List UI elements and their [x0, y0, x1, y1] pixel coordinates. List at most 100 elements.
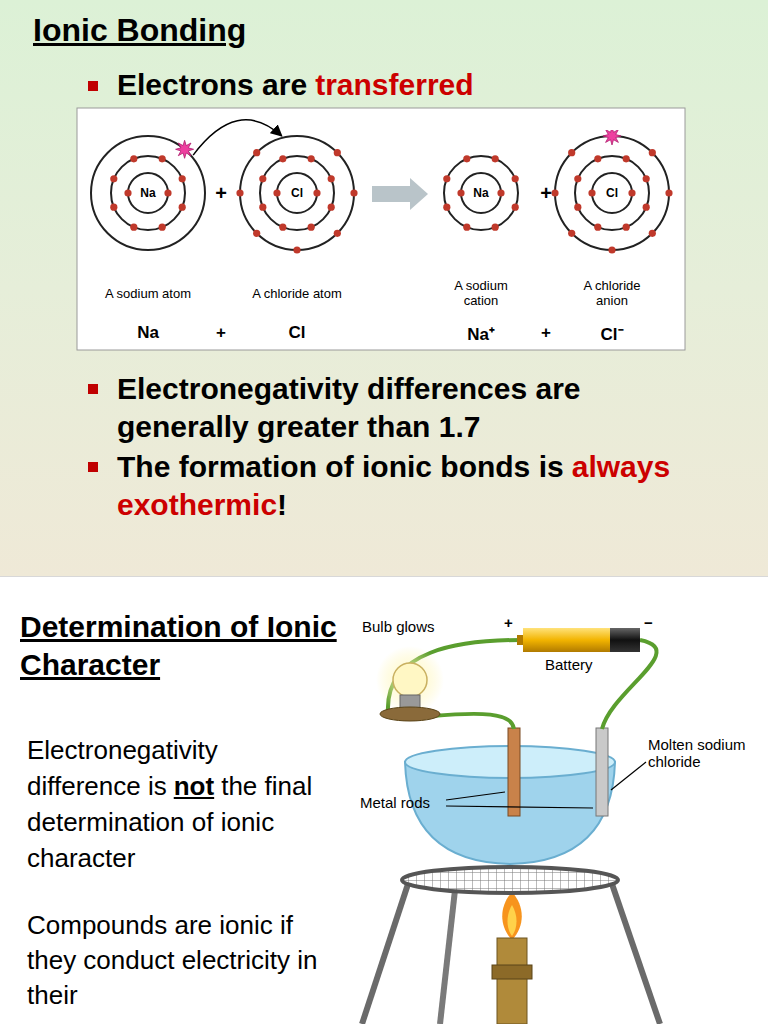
text-run: not — [174, 771, 214, 801]
electron — [179, 175, 186, 182]
electron — [130, 224, 137, 231]
electron — [334, 230, 341, 237]
tripod-leg — [612, 884, 660, 1024]
electron — [253, 149, 260, 156]
electron — [643, 204, 650, 211]
reaction-arrow — [372, 178, 428, 210]
label: Cl — [289, 323, 306, 343]
text-line: The formation of ionic bonds isalways ex… — [117, 448, 717, 524]
atom-symbol: Cl — [606, 186, 618, 200]
text-line: Electronegativity difference isnotthe fi… — [27, 732, 332, 876]
electron — [623, 224, 630, 231]
electron — [130, 155, 137, 162]
label: + — [215, 182, 227, 205]
electron — [463, 155, 470, 162]
flame — [502, 892, 522, 940]
label: Compounds are ionic if they conduct elec… — [27, 908, 332, 1013]
atom-symbol: Na — [140, 186, 155, 200]
slide-title: Ionic Bonding — [33, 12, 246, 49]
electron — [568, 230, 575, 237]
electron — [457, 189, 464, 196]
electron — [279, 224, 286, 231]
electron — [497, 189, 504, 196]
electron — [512, 204, 519, 211]
electron — [159, 224, 166, 231]
electron — [568, 149, 575, 156]
electron — [350, 189, 357, 196]
figure-frame — [77, 108, 685, 350]
electron — [259, 204, 266, 211]
electron — [643, 175, 650, 182]
label: Determination of Ionic Character — [20, 608, 340, 684]
metal-rod — [508, 728, 520, 816]
label: Na — [137, 323, 159, 343]
electron-shell — [555, 136, 669, 250]
text-line: Electrons aretransferred — [117, 66, 717, 104]
electron — [551, 189, 558, 196]
bulb-holder — [380, 707, 440, 721]
electron — [236, 189, 243, 196]
label: A chloride anion — [567, 278, 657, 308]
glow — [376, 646, 444, 714]
burner-collar — [492, 965, 532, 979]
transferred-electron — [603, 130, 621, 145]
electron — [110, 175, 117, 182]
text-run: transferred — [315, 68, 473, 101]
label: + — [540, 182, 552, 205]
leader-line — [446, 806, 593, 808]
tripod-leg — [440, 890, 455, 1024]
electron — [608, 246, 615, 253]
electron — [279, 155, 286, 162]
bullet — [88, 384, 98, 394]
electron — [649, 149, 656, 156]
label: + — [216, 323, 226, 343]
electron — [179, 204, 186, 211]
electron — [110, 204, 117, 211]
label: Na⁺ — [467, 322, 495, 345]
wire — [432, 714, 514, 729]
atom-symbol: Cl — [291, 186, 303, 200]
electron — [574, 204, 581, 211]
electron — [463, 224, 470, 231]
atom-circle: Na — [438, 150, 524, 236]
electron — [124, 189, 131, 196]
leader-line — [446, 792, 505, 800]
label: − — [644, 614, 653, 631]
electron-shell — [575, 156, 649, 230]
tripod-leg — [362, 884, 408, 1024]
electron — [628, 189, 635, 196]
flame — [508, 905, 517, 936]
text-run: Electrons are — [117, 68, 307, 101]
electron — [293, 246, 300, 253]
electron — [574, 175, 581, 182]
wire — [602, 640, 657, 729]
electron-shell — [91, 136, 205, 250]
electron — [594, 155, 601, 162]
electron — [159, 155, 166, 162]
label: A chloride atom — [252, 286, 342, 301]
electron — [313, 189, 320, 196]
electron — [308, 224, 315, 231]
leader-line — [611, 762, 646, 790]
bulb — [393, 663, 427, 697]
burner — [497, 938, 527, 1024]
transfer-arrow — [193, 120, 282, 155]
electron-shell — [444, 156, 518, 230]
label: Molten sodium chloride — [648, 736, 763, 770]
electron — [443, 204, 450, 211]
label: Electronegativity differences are genera… — [117, 370, 717, 446]
electron — [623, 155, 630, 162]
electron-shell — [260, 156, 334, 230]
battery — [610, 628, 640, 652]
atom-circle: Na — [85, 130, 211, 256]
electron — [259, 175, 266, 182]
electron-shell — [461, 173, 501, 213]
electron — [273, 189, 280, 196]
electron — [164, 189, 171, 196]
electron-shell — [240, 136, 354, 250]
electron — [588, 189, 595, 196]
electron — [443, 175, 450, 182]
electron — [334, 149, 341, 156]
electron — [594, 224, 601, 231]
electron — [328, 204, 335, 211]
